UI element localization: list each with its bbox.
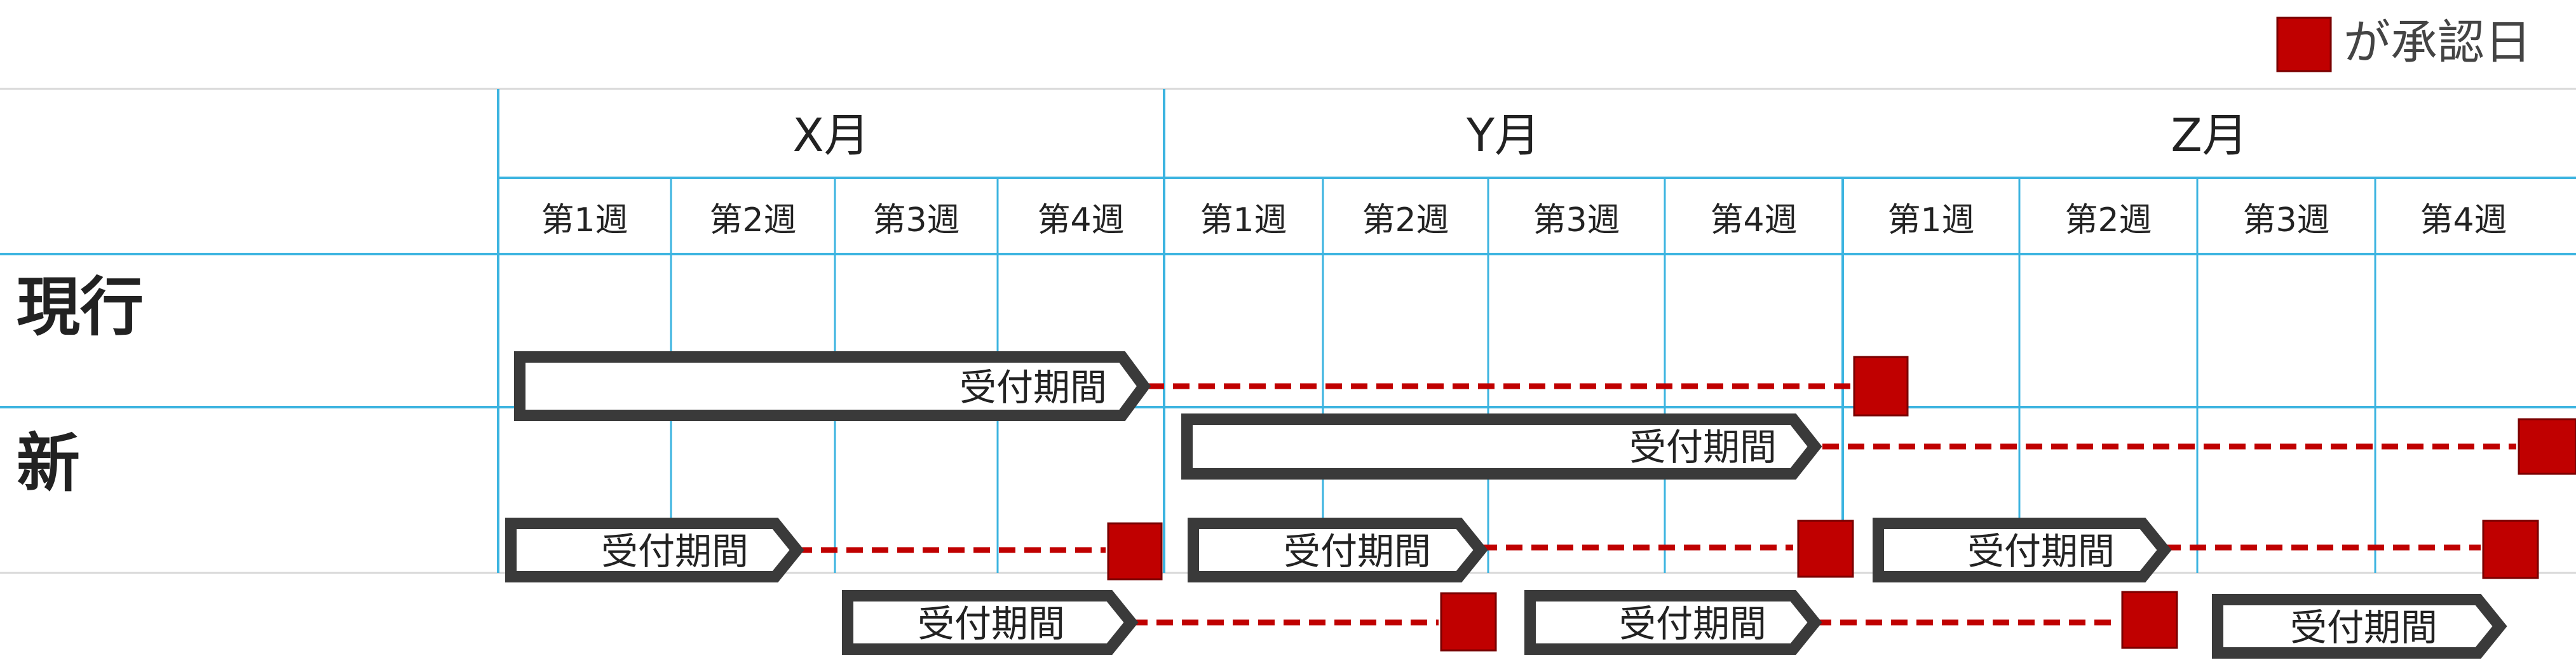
period-label: 受付期間: [918, 602, 1065, 645]
period-arrow: [1524, 590, 1822, 655]
period-label: 受付期間: [2290, 606, 2437, 649]
period-bar-new-c: 受付期間: [1873, 518, 2539, 582]
legend: が承認日: [2276, 15, 2532, 72]
week-label: 第3週: [2242, 201, 2329, 239]
week-label: 第3週: [1533, 201, 1620, 239]
period-arrow: [1873, 518, 2172, 582]
period-bar-new-f: 受付期間: [2212, 594, 2507, 659]
period-bar-new-d: 受付期間: [842, 590, 1497, 655]
period-label: 受付期間: [1967, 530, 2115, 573]
period-label: 受付期間: [959, 366, 1107, 409]
period-arrow: [1188, 518, 1488, 582]
period-arrow: [1181, 413, 1822, 480]
approval-marker: [1107, 522, 1163, 581]
period-bar-new-long: 受付期間: [1181, 413, 2576, 480]
week-label: 第4週: [1037, 201, 1124, 239]
row-label-current: 現行: [17, 270, 144, 344]
approval-marker: [1797, 520, 1854, 578]
period-bar-current: 受付期間: [514, 351, 1909, 421]
approval-marker: [2518, 418, 2576, 475]
approval-marker: [2482, 520, 2539, 579]
week-label: 第2週: [709, 201, 796, 239]
approval-marker: [1440, 592, 1497, 652]
period-label: 受付期間: [1629, 426, 1777, 469]
period-bar-new-e: 受付期間: [1524, 590, 2178, 655]
month-label-z: Z月: [2171, 109, 2247, 162]
week-label: 第1週: [1887, 201, 1974, 239]
period-arrow: [514, 351, 1151, 421]
week-label: 第2週: [2064, 201, 2152, 239]
week-label: 第2週: [1362, 201, 1449, 239]
month-label-y: Y月: [1466, 109, 1540, 162]
week-label: 第1週: [1200, 201, 1287, 239]
legend-text: が承認日: [2343, 15, 2532, 70]
period-arrow: [2212, 594, 2507, 659]
legend-approval-marker: [2276, 17, 2332, 72]
week-label: 第1週: [541, 201, 628, 239]
week-label: 第4週: [1710, 201, 1797, 239]
row-label-new: 新: [17, 426, 80, 501]
week-label: 第3週: [872, 201, 959, 239]
month-label-x: X月: [792, 109, 869, 162]
period-label: 受付期間: [1284, 530, 1431, 573]
period-bar-new-b: 受付期間: [1188, 518, 1854, 582]
period-arrow: [505, 518, 804, 582]
period-arrow: [842, 590, 1139, 655]
period-bar-new-a: 受付期間: [505, 518, 1163, 582]
approval-marker: [2121, 591, 2178, 649]
week-label: 第4週: [2420, 201, 2507, 239]
period-label: 受付期間: [1619, 602, 1766, 645]
period-label: 受付期間: [601, 530, 749, 573]
approval-marker: [1853, 356, 1909, 417]
